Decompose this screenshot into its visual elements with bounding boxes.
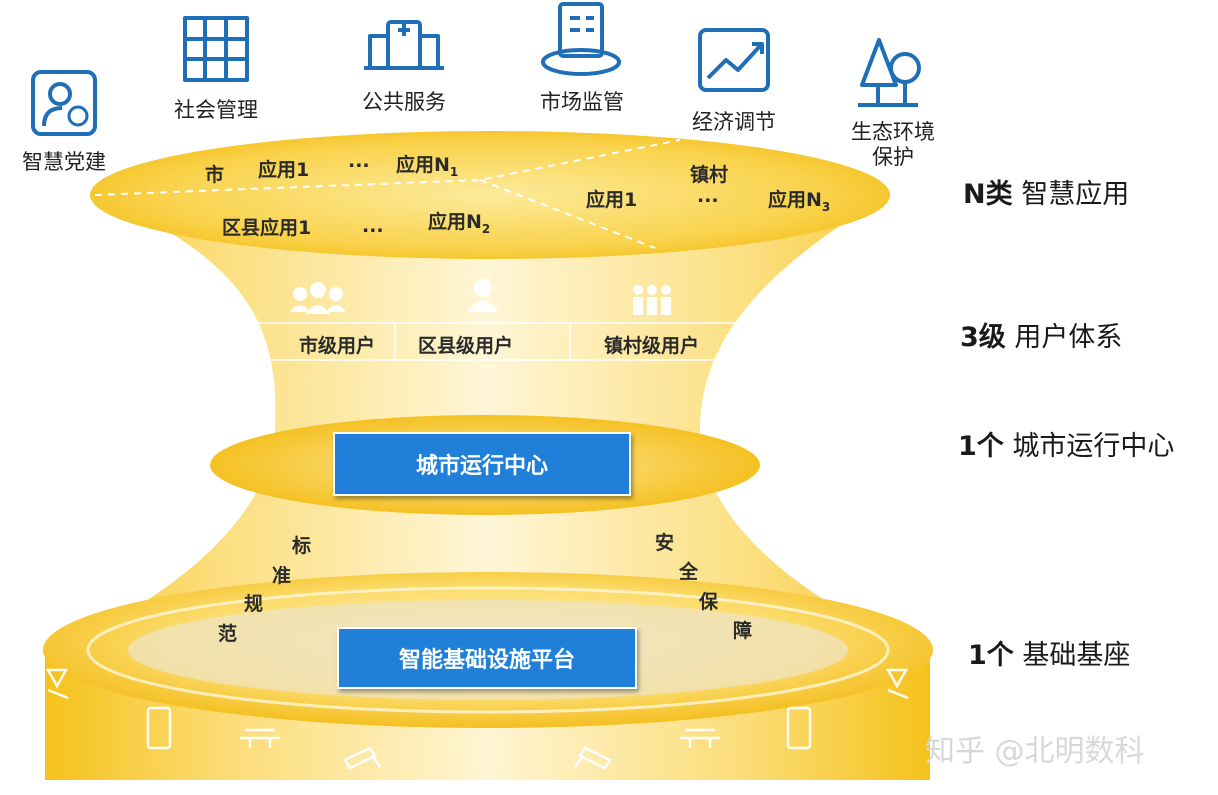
infrastructure-platform-box: 智能基础设施平台 [337,627,637,689]
app-city-n: 应用N1 [396,154,459,179]
app-city-1: 应用1 [258,159,310,181]
label-market-supervision: 市场监管 [540,90,624,114]
base-icons [45,668,909,770]
standard-char-1: 标 [292,535,312,557]
security-char-3: 保 [699,591,719,613]
right-label-center: 1个 城市运行中心 [958,431,1175,462]
app-district-dots: ... [362,215,384,237]
right-label-applications: N类 智慧应用 [963,179,1130,210]
icon-group-social-management: 社会管理 [166,94,266,124]
app-city-prefix: 市 [205,164,225,186]
user-tier-lines [240,322,740,361]
top-icon-art [31,2,921,136]
icon-group-public-service: 公共服务 [354,86,454,116]
security-char-4: 障 [733,620,753,642]
app-district-n: 应用N2 [428,211,491,236]
label-ecology: 生态环境 保护 [851,120,935,169]
icon-group-ecology: 生态环境 保护 [838,120,948,170]
user-district: 区县级用户 [418,335,514,357]
standard-char-2: 准 [272,565,292,587]
user-city: 市级用户 [299,335,376,357]
icon-group-economic-regulation: 经济调节 [684,106,784,136]
standard-char-3: 规 [244,593,264,615]
app-town-n: 应用N3 [768,189,831,214]
label-party-building: 智慧党建 [22,150,106,174]
city-operations-center-box: 城市运行中心 [333,432,631,496]
user-icons [290,279,671,315]
icon-group-market-supervision: 市场监管 [532,86,632,116]
applications-dividers [94,139,681,249]
base-inner-ring [86,586,890,714]
watermark: 知乎 @北明数科 [925,734,1145,769]
right-label-foundation: 1个 基础基座 [968,640,1131,671]
app-district-1: 区县应用1 [222,217,312,239]
right-label-users: 3级 用户体系 [960,322,1123,353]
label-public-service: 公共服务 [362,90,446,114]
app-city-dots: ... [348,150,370,172]
standard-char-4: 范 [218,623,238,645]
app-town-1: 应用1 [586,189,638,211]
security-char-1: 安 [655,532,675,554]
security-char-2: 全 [679,561,699,583]
user-town: 镇村级用户 [604,335,700,357]
app-town-prefix: 镇村 [690,164,729,186]
label-social-management: 社会管理 [174,98,258,122]
app-town-dots: ... [697,185,719,207]
label-economic-regulation: 经济调节 [692,110,776,134]
applications-disc [90,131,890,259]
icon-group-party-building: 智慧党建 [14,146,114,176]
